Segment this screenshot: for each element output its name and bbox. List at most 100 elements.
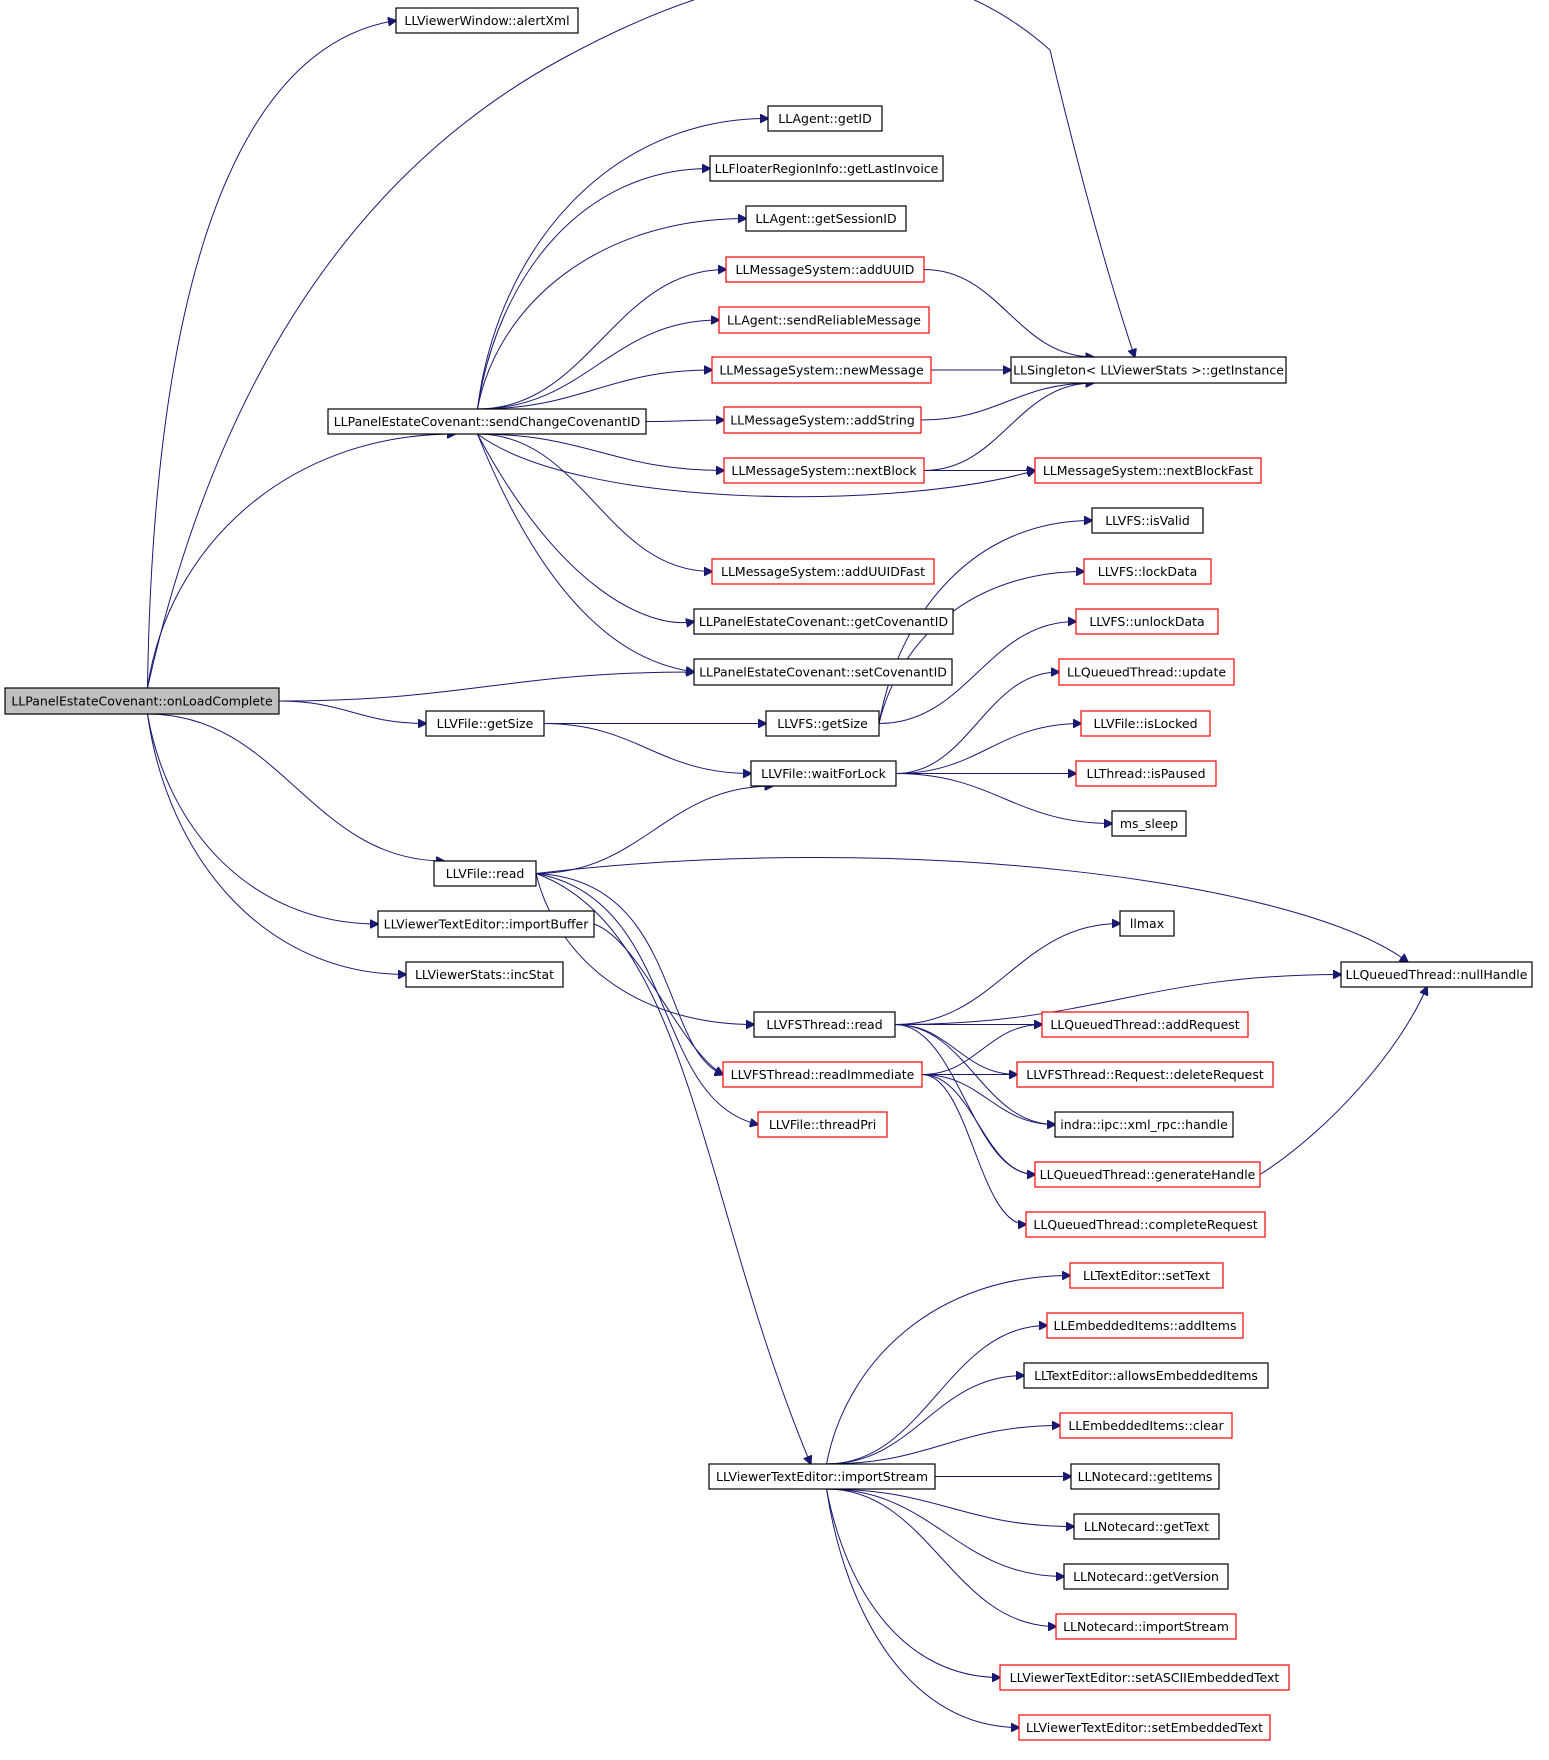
node-vfileGetSize[interactable]: LLVFile::getSize <box>425 710 545 737</box>
node-getCovenantID[interactable]: LLPanelEstateCovenant::getCovenantID <box>693 608 954 635</box>
edge-importStream-to-embClear <box>826 1426 1060 1465</box>
node-lockData[interactable]: LLVFS::lockData <box>1083 558 1212 585</box>
node-box <box>1091 507 1204 534</box>
node-nextBlock[interactable]: LLMessageSystem::nextBlock <box>723 457 925 484</box>
edge-readImmediate-to-xmlRpcHandle <box>921 1074 1055 1125</box>
node-ncImportStream[interactable]: LLNotecard::importStream <box>1055 1613 1237 1640</box>
node-label: LLViewerTextEditor::importBuffer <box>384 917 590 932</box>
edge-vfsGetSize-to-unlockData <box>878 622 1076 724</box>
node-box <box>425 710 545 737</box>
node-label: LLVFSThread::Request::deleteRequest <box>1026 1067 1264 1082</box>
node-incStat[interactable]: LLViewerStats::incStat <box>405 961 564 988</box>
edge-sendChange-to-getSessionID <box>476 219 746 410</box>
node-box <box>725 256 925 283</box>
node-box <box>327 408 647 435</box>
edge-nextBlock-to-getInstance <box>923 383 1094 471</box>
node-nullHandle[interactable]: LLQueuedThread::nullHandle <box>1340 961 1533 988</box>
node-box <box>722 1061 923 1088</box>
node-addUUID[interactable]: LLMessageSystem::addUUID <box>725 256 925 283</box>
node-label: ms_sleep <box>1120 816 1178 831</box>
node-box <box>1069 1262 1224 1289</box>
node-label: LLQueuedThread::addRequest <box>1050 1017 1239 1032</box>
node-vfsGetSize[interactable]: LLVFS::getSize <box>765 710 880 737</box>
node-label: LLVFile::threadPri <box>769 1117 876 1132</box>
node-isPaused[interactable]: LLThread::isPaused <box>1075 760 1217 787</box>
node-root[interactable]: LLPanelEstateCovenant::onLoadComplete <box>4 687 280 715</box>
node-label: LLMessageSystem::addString <box>730 413 915 428</box>
edge-vfsThreadRead-to-generateHandle <box>894 1024 1035 1175</box>
node-importBuffer[interactable]: LLViewerTextEditor::importBuffer <box>377 910 595 938</box>
node-allowsEmbedded[interactable]: LLTextEditor::allowsEmbeddedItems <box>1023 1362 1269 1389</box>
node-qtUpdate[interactable]: LLQueuedThread::update <box>1058 658 1235 686</box>
node-label: LLVFile::read <box>446 866 525 881</box>
edge-vfileRead-to-threadPri <box>535 873 758 1125</box>
node-nextBlockFast[interactable]: LLMessageSystem::nextBlockFast <box>1034 457 1262 484</box>
node-addRequest[interactable]: LLQueuedThread::addRequest <box>1041 1011 1249 1038</box>
node-embClear[interactable]: LLEmbeddedItems::clear <box>1059 1412 1233 1439</box>
edge-sendChange-to-addString <box>645 420 724 422</box>
node-label: LLMessageSystem::addUUIDFast <box>721 564 925 579</box>
node-label: LLEmbeddedItems::clear <box>1068 1418 1224 1433</box>
edge-readImmediate-to-completeRequest <box>921 1074 1026 1225</box>
node-deleteRequest[interactable]: LLVFSThread::Request::deleteRequest <box>1016 1061 1274 1088</box>
node-setCovenantID[interactable]: LLPanelEstateCovenant::setCovenantID <box>693 658 953 686</box>
edge-sendChange-to-nextBlock <box>477 433 724 471</box>
node-addString[interactable]: LLMessageSystem::addString <box>723 406 922 434</box>
node-label: LLVFSThread::read <box>766 1017 882 1032</box>
node-getText[interactable]: LLNotecard::getText <box>1073 1513 1220 1540</box>
node-vfsThreadRead[interactable]: LLVFSThread::read <box>753 1011 896 1038</box>
node-label: LLAgent::getID <box>778 111 871 126</box>
node-newMessage[interactable]: LLMessageSystem::newMessage <box>711 356 932 384</box>
node-box <box>1034 1161 1261 1188</box>
node-addItems[interactable]: LLEmbeddedItems::addItems <box>1046 1312 1244 1339</box>
node-setEmbedded[interactable]: LLViewerTextEditor::setEmbeddedText <box>1018 1714 1271 1741</box>
node-sendReliable[interactable]: LLAgent::sendReliableMessage <box>718 306 930 334</box>
node-box <box>693 658 953 686</box>
node-label: LLViewerTextEditor::setEmbeddedText <box>1026 1720 1263 1735</box>
node-readImmediate[interactable]: LLVFSThread::readImmediate <box>722 1061 923 1088</box>
edge-sendChange-to-addUUID <box>477 270 726 410</box>
node-box <box>999 1664 1290 1691</box>
node-getInstance[interactable]: LLSingleton< LLViewerStats >::getInstanc… <box>1010 356 1287 384</box>
edge-waitForLock-to-qtUpdate <box>895 672 1059 774</box>
node-generateHandle[interactable]: LLQueuedThread::generateHandle <box>1034 1161 1261 1188</box>
node-box <box>1119 910 1175 937</box>
node-llmax[interactable]: llmax <box>1119 910 1175 937</box>
node-box <box>709 155 944 182</box>
node-msSleep[interactable]: ms_sleep <box>1111 810 1187 837</box>
edge-root-to-sendChange <box>146 434 455 689</box>
node-box <box>1010 356 1287 384</box>
edge-root-to-vfileGetSize <box>278 700 426 724</box>
node-label: LLNotecard::getVersion <box>1073 1569 1219 1584</box>
node-waitForLock[interactable]: LLVFile::waitForLock <box>750 760 897 787</box>
edge-vfileRead-to-waitForLock <box>535 786 773 874</box>
node-vfileRead[interactable]: LLVFile::read <box>433 860 537 887</box>
node-addUUIDFast[interactable]: LLMessageSystem::addUUIDFast <box>711 558 935 585</box>
edge-importStream-to-getText <box>826 1488 1074 1527</box>
node-threadPri[interactable]: LLVFile::threadPri <box>757 1111 888 1138</box>
node-alertXml[interactable]: LLViewerWindow::alertXml <box>395 7 579 34</box>
node-unlockData[interactable]: LLVFS::unlockData <box>1075 608 1219 635</box>
node-isValid[interactable]: LLVFS::isValid <box>1091 507 1204 534</box>
node-box <box>711 558 935 585</box>
node-getVersion[interactable]: LLNotecard::getVersion <box>1063 1563 1229 1590</box>
node-xmlRpcHandle[interactable]: indra::ipc::xml_rpc::handle <box>1054 1111 1234 1138</box>
node-sendChange[interactable]: LLPanelEstateCovenant::sendChangeCovenan… <box>327 408 647 435</box>
edge-sendChange-to-setCovenantID <box>476 433 694 672</box>
edge-importStream-to-setASCII <box>826 1488 1000 1678</box>
node-setASCII[interactable]: LLViewerTextEditor::setASCIIEmbeddedText <box>999 1664 1290 1691</box>
node-label: LLFloaterRegionInfo::getLastInvoice <box>715 161 939 176</box>
node-box <box>1063 1563 1229 1590</box>
node-isLocked[interactable]: LLVFile::isLocked <box>1080 710 1211 737</box>
node-getItems[interactable]: LLNotecard::getItems <box>1070 1463 1220 1490</box>
node-completeRequest[interactable]: LLQueuedThread::completeRequest <box>1025 1211 1266 1238</box>
node-getLastInvoice[interactable]: LLFloaterRegionInfo::getLastInvoice <box>709 155 944 182</box>
edge-importBuffer-to-readImmediate <box>593 923 723 1075</box>
node-getID[interactable]: LLAgent::getID <box>767 105 883 132</box>
node-label: LLVFS::unlockData <box>1089 614 1204 629</box>
node-label: LLAgent::sendReliableMessage <box>727 313 921 328</box>
node-getSessionID[interactable]: LLAgent::getSessionID <box>745 205 907 232</box>
node-setText[interactable]: LLTextEditor::setText <box>1069 1262 1224 1289</box>
node-importStream[interactable]: LLViewerTextEditor::importStream <box>708 1463 936 1490</box>
edge-sendChange-to-getCovenantID <box>477 433 694 623</box>
